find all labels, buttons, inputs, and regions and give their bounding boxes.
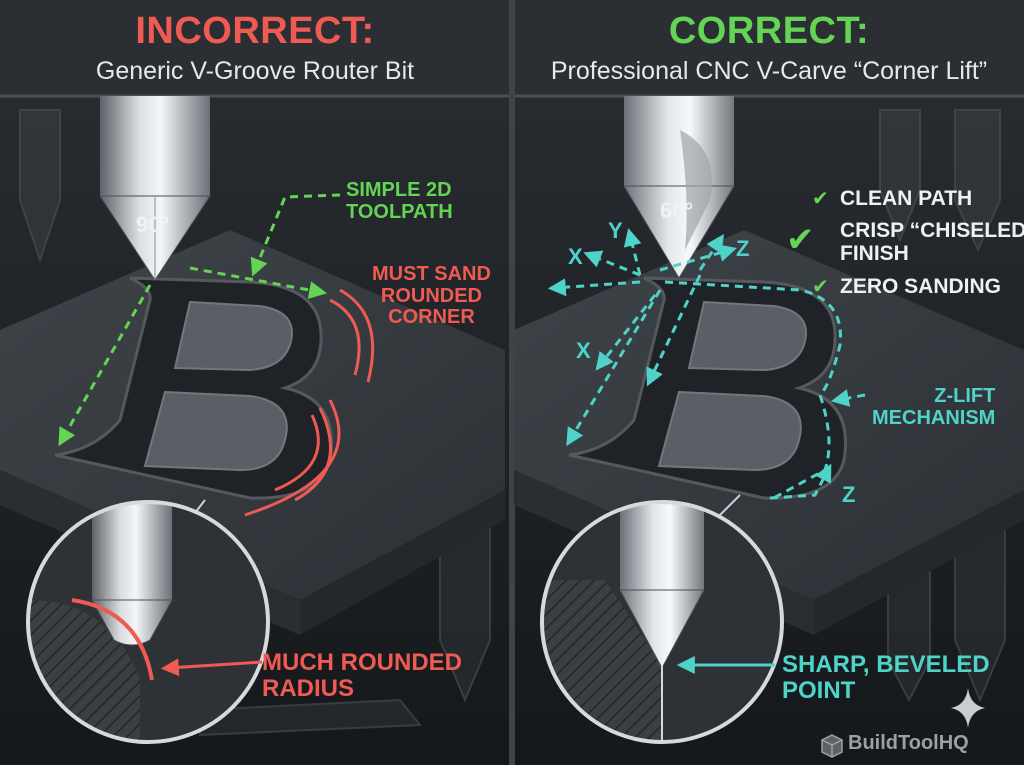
axis-z-top: Z — [736, 236, 750, 261]
right-detail-view — [540, 494, 784, 744]
axis-z-bottom: Z — [842, 482, 856, 507]
incorrect-heading: INCORRECT: — [135, 10, 375, 52]
benefit-crisp-finish: CRISP “CHISELED” FINISH — [840, 219, 1024, 265]
left-header: INCORRECT: Generic V-Groove Router Bit — [0, 0, 510, 96]
left-letter-b — [54, 276, 333, 500]
simple-toolpath — [58, 193, 341, 447]
rounded-corner-arcs — [244, 288, 375, 517]
correct-subheading: Professional CNC V-Carve “Corner Lift” — [550, 57, 988, 85]
check-icon: ✔ — [812, 274, 829, 298]
right-bit-angle: 60° — [660, 198, 694, 223]
point-label: SHARP, BEVELED POINT — [782, 651, 990, 704]
radius-pointer — [160, 658, 263, 677]
benefit-clean-path: CLEAN PATH — [840, 187, 973, 210]
sparkle-icon — [951, 688, 985, 728]
right-letter-b — [568, 276, 847, 500]
check-icon: ✔ — [812, 186, 829, 210]
router-bit-90-icon — [99, 96, 211, 281]
left-bit-angle: 90° — [136, 212, 170, 237]
benefit-zero-sanding: ZERO SANDING — [840, 275, 1002, 298]
axis-y: Y — [608, 218, 623, 243]
correct-heading: CORRECT: — [668, 10, 870, 52]
check-icon: ✔ — [786, 220, 815, 260]
incorrect-subheading: Generic V-Groove Router Bit — [95, 57, 415, 85]
cube-logo-icon — [821, 734, 843, 758]
axis-arrows — [547, 228, 866, 502]
right-header: CORRECT: Professional CNC V-Carve “Corne… — [514, 0, 1024, 96]
left-detail-view — [26, 499, 270, 744]
panel-divider — [509, 0, 515, 765]
sand-label: MUST SAND ROUNDED CORNER — [372, 263, 491, 329]
brand-logo-text: BuildToolHQ — [848, 732, 969, 754]
toolpath-label: SIMPLE 2D TOOLPATH — [346, 179, 453, 223]
radius-label: MUCH ROUNDED RADIUS — [262, 649, 462, 702]
axis-x-top: X — [568, 244, 583, 269]
router-bit-60-icon — [623, 96, 735, 279]
axis-x-bottom: X — [576, 338, 591, 363]
zlift-label: Z-LIFT MECHANISM — [872, 385, 996, 429]
